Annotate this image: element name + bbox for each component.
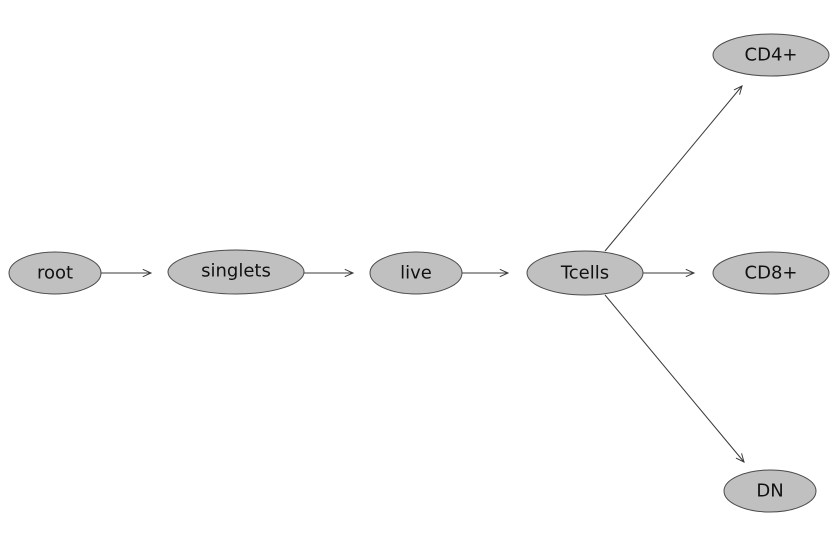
node-cd4[interactable]: CD4+ — [712, 33, 830, 77]
node-label-cd8: CD8+ — [745, 263, 798, 284]
arrowhead-root-to-singlets — [142, 268, 153, 278]
arrowhead-tcells-to-dn — [735, 453, 745, 463]
edge-tcells-to-dn — [604, 294, 745, 463]
node-label-live: live — [400, 263, 432, 284]
node-root[interactable]: root — [8, 251, 102, 295]
arrowhead-tcells-to-cd8plus — [685, 268, 696, 278]
edge-tcells-to-cd4plus — [604, 85, 743, 252]
node-cd8[interactable]: CD8+ — [712, 251, 830, 295]
node-label-singlets: singlets — [201, 261, 271, 282]
arrowhead-singlets-to-live — [344, 268, 355, 278]
node-label-cd4: CD4+ — [745, 45, 798, 66]
node-label-dn: DN — [756, 481, 783, 502]
node-singlets[interactable]: singlets — [167, 249, 305, 295]
arrowhead-live-to-tcells — [499, 268, 510, 278]
node-dn[interactable]: DN — [723, 469, 817, 513]
node-label-tcells: Tcells — [560, 263, 609, 284]
node-tcells[interactable]: Tcells — [526, 250, 644, 296]
node-live[interactable]: live — [369, 251, 463, 295]
edges-layer — [101, 85, 745, 463]
node-label-root: root — [37, 263, 73, 284]
arrowhead-tcells-to-cd4plus — [733, 85, 743, 95]
